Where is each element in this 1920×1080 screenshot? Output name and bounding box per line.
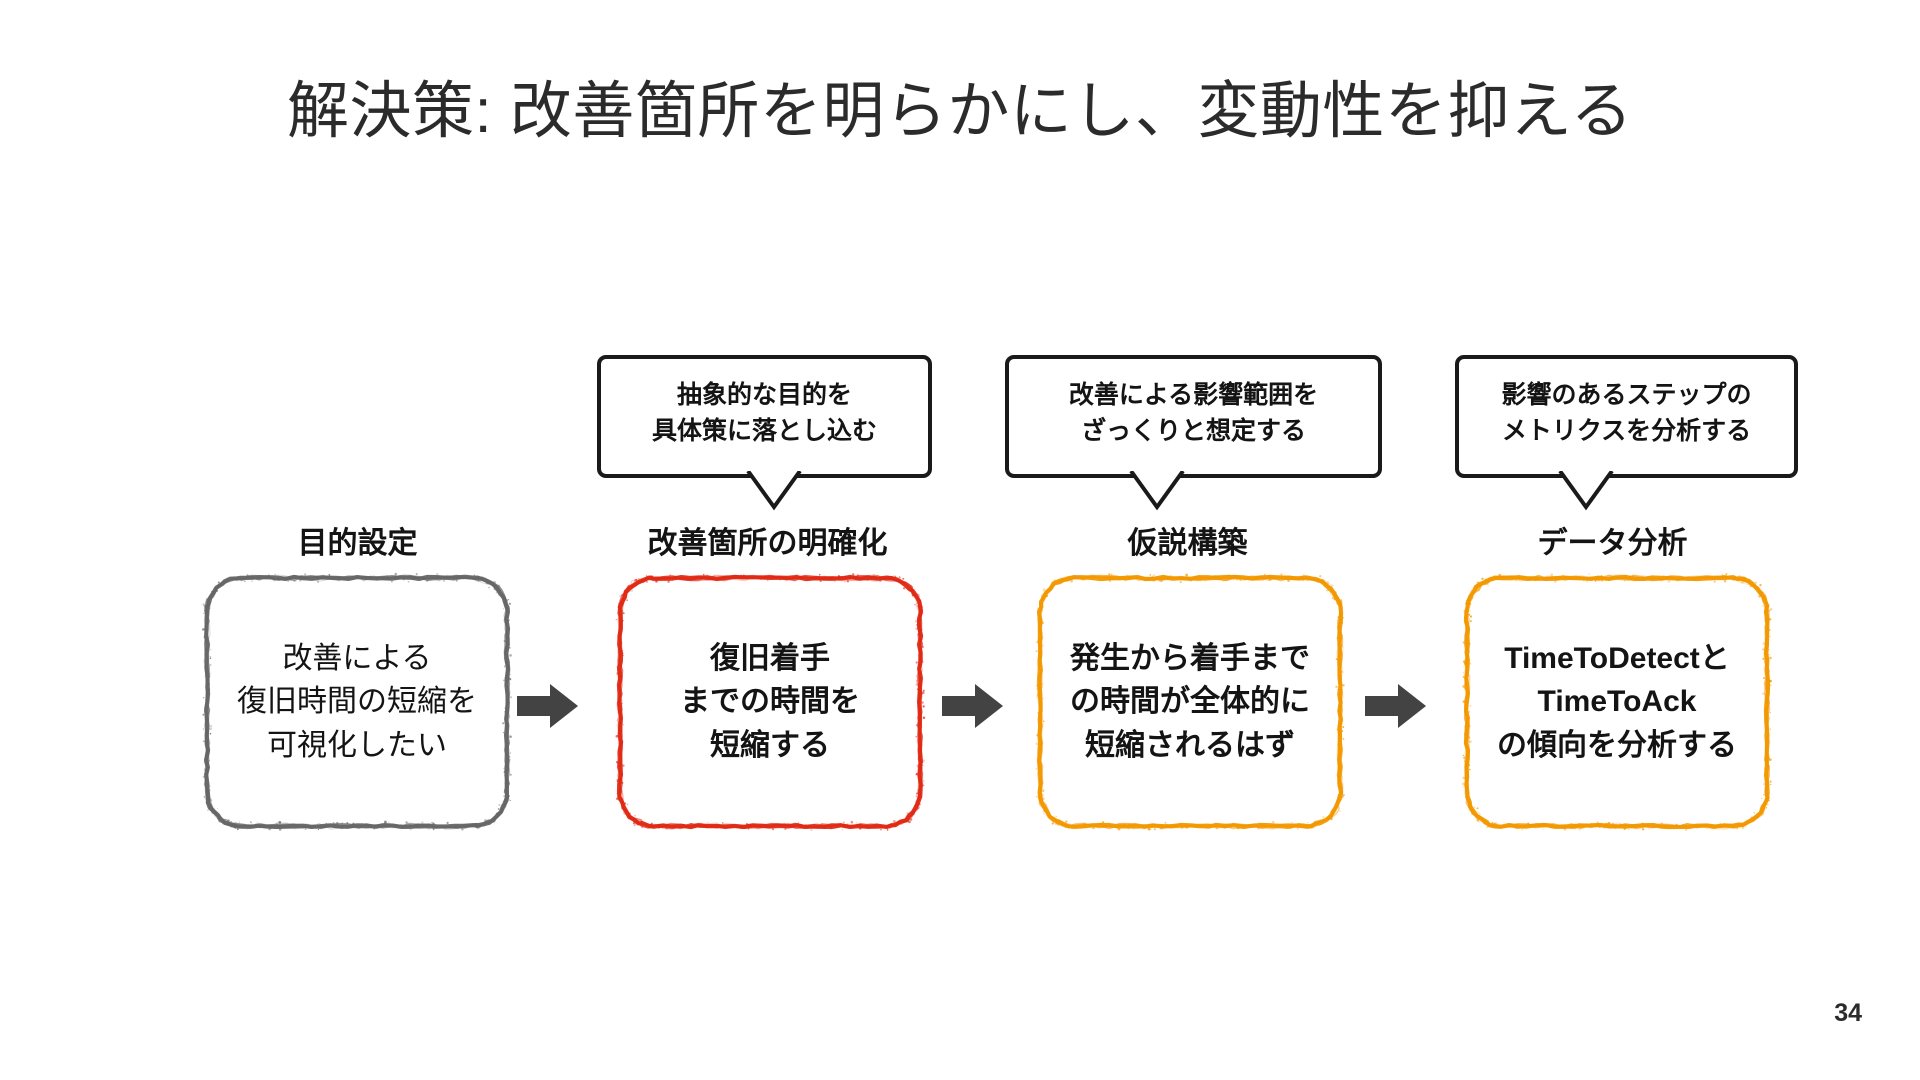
page-title: 解決策: 改善箇所を明らかにし、変動性を抑える — [286, 77, 1634, 146]
callout-line: ざっくりと想定する — [1080, 416, 1306, 445]
callout-improvement-point: 抽象的な目的を 具体策に落とし込む — [597, 355, 932, 511]
callout-tail-icon — [1556, 471, 1616, 511]
callout-line: 抽象的な目的を — [676, 381, 852, 409]
callout-line: メトリクスを分析する — [1501, 416, 1752, 445]
step-label-goal-setting: 目的設定 — [297, 527, 418, 560]
step-box-line: 発生から着手まで — [1070, 641, 1310, 675]
step-label-clarify-improvement: 改善箇所の明確化 — [647, 527, 888, 560]
step-box-clarify-improvement: 復旧着手 までの時間を 短縮する — [615, 573, 926, 831]
step-box-line: 短縮されるはず — [1085, 728, 1295, 762]
page-number: 34 — [1834, 999, 1862, 1027]
callout-line: 影響のあるステップの — [1501, 381, 1752, 409]
callout-data-analysis: 影響のあるステップの メトリクスを分析する — [1455, 355, 1798, 511]
step-box-text: 改善による 復旧時間の短縮を 可視化したい — [231, 637, 483, 768]
step-box-text: 復旧着手 までの時間を 短縮する — [674, 637, 866, 768]
step-label-hypothesis: 仮説構築 — [1127, 527, 1248, 560]
step-box-data-analysis: TimeToDetectと TimeToAck の傾向を分析する — [1461, 573, 1773, 831]
step-box-text: 発生から着手まで の時間が全体的に 短縮されるはず — [1064, 637, 1316, 768]
step-box-line: 復旧時間の短縮を — [237, 685, 477, 719]
step-box-line: までの時間を — [680, 685, 860, 719]
callout-tail-icon — [744, 471, 804, 511]
callout-tail-icon — [1127, 471, 1187, 511]
step-box-line: の傾向を分析する — [1497, 728, 1737, 762]
callout-line: 改善による影響範囲を — [1068, 381, 1319, 409]
step-box-text: TimeToDetectと TimeToAck の傾向を分析する — [1491, 637, 1743, 768]
step-box-hypothesis: 発生から着手まで の時間が全体的に 短縮されるはず — [1035, 573, 1345, 831]
step-label-data-analysis: データ分析 — [1537, 527, 1688, 560]
step-box-line: 改善による — [282, 641, 432, 675]
right-arrow-icon — [942, 682, 1004, 730]
callout-line: 具体策に落とし込む — [651, 416, 877, 445]
step-box-line: 短縮する — [710, 728, 830, 762]
right-arrow-icon — [517, 682, 579, 730]
step-box-line: TimeToDetectと — [1504, 641, 1730, 675]
step-box-line: 復旧着手 — [710, 641, 830, 675]
callout-hypothesis: 改善による影響範囲を ざっくりと想定する — [1005, 355, 1382, 511]
step-box-line: の時間が全体的に — [1070, 685, 1310, 719]
right-arrow-icon — [1365, 682, 1427, 730]
step-box-goal-setting: 改善による 復旧時間の短縮を 可視化したい — [201, 572, 513, 831]
step-box-line: 可視化したい — [267, 728, 447, 762]
step-box-line: TimeToAck — [1537, 685, 1697, 719]
